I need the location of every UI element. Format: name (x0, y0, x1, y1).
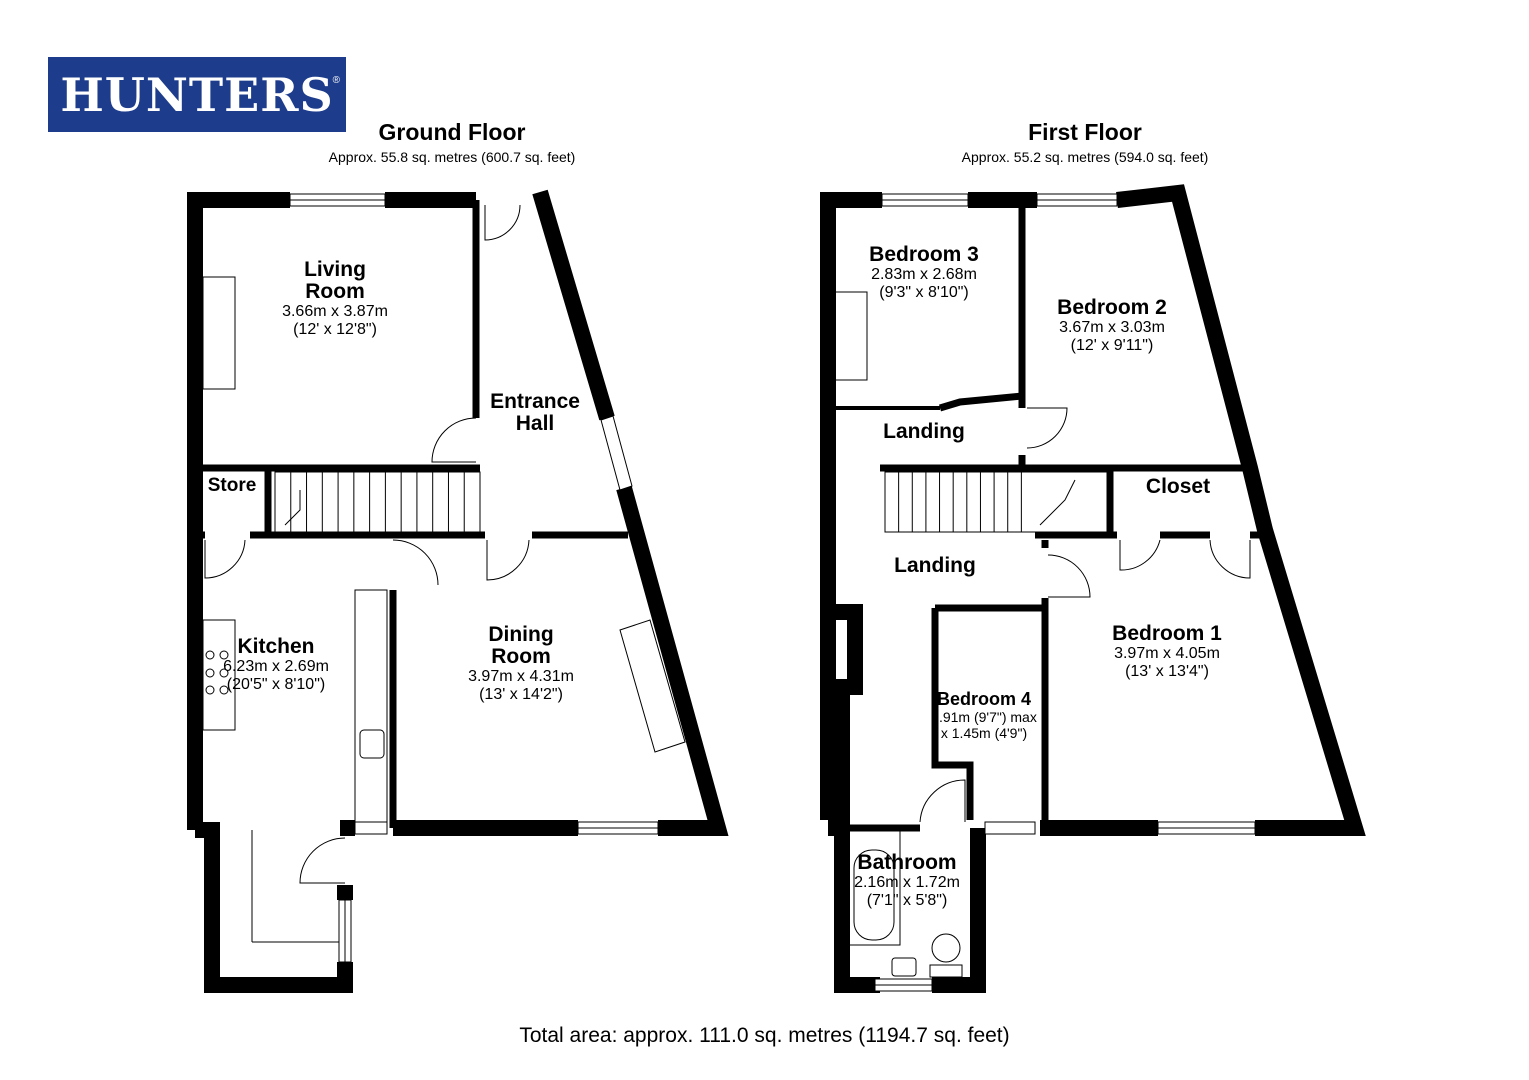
room-label-bathroom: Bathroom 2.16m x 1.72m (7'1" x 5'8") (854, 851, 960, 911)
kitchen-worktop (202, 619, 236, 731)
hunters-logo: HUNTERS ® (48, 57, 346, 132)
room-name: Entrance Hall (490, 390, 580, 436)
first-floor-heading: First Floor Approx. 55.2 sq. metres (594… (885, 119, 1285, 165)
room-dimensions-imperial: x 1.45m (4'9") (940, 724, 1028, 741)
room-name: Bathroom (857, 851, 957, 874)
toilet (929, 964, 963, 978)
logo-registered-mark: ® (332, 75, 340, 86)
room-dimensions-imperial: (9'3" x 8'10") (879, 284, 969, 302)
room-label-landing-lower: Landing (894, 554, 976, 577)
room-dimensions-imperial: (13' x 13'4") (1125, 663, 1209, 681)
wash-basin (891, 957, 917, 977)
room-name: Landing (883, 420, 965, 443)
room-dimensions-imperial: (13' x 14'2") (479, 686, 563, 704)
room-label-living-room: Living Room 3.66m x 3.87m (12' x 12'8") (282, 258, 388, 340)
room-label-entrance-hall: Entrance Hall (490, 390, 580, 436)
door-swing (431, 417, 477, 463)
room-dimensions-metric: 3.97m x 4.31m (468, 668, 574, 686)
ground-floor-heading: Ground Floor Approx. 55.8 sq. metres (60… (252, 119, 652, 165)
room-name: Bedroom 1 (1112, 622, 1222, 645)
window (984, 821, 1036, 835)
stair-arrow (1039, 479, 1076, 526)
kitchen-worktop (354, 589, 388, 823)
window (354, 821, 388, 835)
bath-tub (853, 849, 895, 941)
room-dimensions-metric: 2.16m x 1.72m (854, 874, 960, 892)
ground-outer-wall (616, 485, 729, 836)
room-label-bedroom-1: Bedroom 1 3.97m x 4.05m (13' x 13'4") (1112, 622, 1222, 682)
door-swing (919, 779, 966, 823)
room-name: Dining Room (488, 623, 554, 669)
first-floor-title: First Floor (1028, 119, 1142, 145)
ground-floor-plan (187, 189, 729, 993)
room-dimensions-metric: 3.66m x 3.87m (282, 303, 388, 321)
door-swing (1119, 539, 1161, 571)
sink-unit (359, 729, 385, 759)
hob (205, 650, 229, 695)
staircase (274, 471, 481, 533)
stair-arrow (284, 490, 301, 526)
room-dimensions-metric: 2.83m x 2.68m (871, 266, 977, 284)
first-floor-area: Approx. 55.2 sq. metres (594.0 sq. feet) (961, 149, 1209, 165)
room-label-bedroom-4: Bedroom 4 2.91m (9'7") max x 1.45m (4'9"… (931, 690, 1037, 741)
door-swing (1209, 539, 1251, 579)
sideboard (619, 619, 686, 753)
room-dimensions-imperial: (7'1" x 5'8") (866, 892, 948, 910)
first-floor-plan (820, 184, 1366, 993)
stair-treads (898, 472, 1022, 532)
ground-outer-wall (187, 192, 290, 830)
fireplace-hearth (202, 276, 236, 390)
door-swing (204, 539, 246, 579)
door-swing (1026, 407, 1068, 449)
room-dimensions-imperial: (12' x 9'11") (1070, 337, 1154, 355)
room-label-store: Store (208, 476, 257, 496)
room-dimensions-imperial: (20'5" x 8'10") (226, 676, 326, 694)
door-swing (392, 539, 439, 586)
total-area: Total area: approx. 111.0 sq. metres (11… (519, 1024, 1010, 1047)
logo-wordmark: HUNTERS (60, 67, 334, 122)
staircase (884, 471, 1108, 533)
room-dimensions-metric: 2.91m (9'7") max (931, 708, 1037, 725)
room-label-landing-upper: Landing (883, 420, 965, 443)
room-label-kitchen: Kitchen 6.23m x 2.69m (20'5" x 8'10") (223, 635, 329, 695)
stair-treads (290, 472, 465, 532)
room-label-closet: Closet (1145, 475, 1211, 498)
ground-outer-wall (532, 189, 615, 421)
first-outer-wall (820, 192, 882, 612)
room-name: Closet (1145, 475, 1211, 498)
door-swing (1047, 554, 1091, 598)
room-name: Store (207, 475, 257, 496)
room-dimensions-metric: 3.67m x 3.03m (1059, 319, 1165, 337)
room-label-bedroom-3: Bedroom 3 2.83m x 2.68m (9'3" x 8'10") (869, 243, 979, 303)
first-outer-wall (820, 604, 880, 993)
room-name: Bedroom 2 (1057, 296, 1167, 319)
door-swing (299, 837, 346, 884)
room-name: Bedroom 3 (869, 243, 979, 266)
room-name: Landing (894, 554, 976, 577)
first-outer-wall (1116, 184, 1366, 836)
room-label-dining-room: Dining Room 3.97m x 4.31m (13' x 14'2") (468, 623, 574, 705)
ground-floor-title: Ground Floor (378, 119, 526, 145)
room-label-bedroom-2: Bedroom 2 3.67m x 3.03m (12' x 9'11") (1057, 296, 1167, 356)
door-swing (486, 539, 530, 581)
ground-outer-wall (195, 822, 353, 993)
ground-floor-area: Approx. 55.8 sq. metres (600.7 sq. feet) (328, 149, 576, 165)
door-swing (484, 204, 521, 241)
room-dimensions-imperial: (12' x 12'8") (293, 321, 377, 339)
first-outer-wall (932, 828, 986, 993)
wardrobe (834, 291, 868, 381)
room-name: Bedroom 4 (936, 689, 1032, 709)
bath-tub (847, 829, 901, 946)
window (600, 415, 633, 491)
interior-wall (938, 392, 1023, 412)
interior-wall (931, 608, 974, 820)
room-dimensions-metric: 6.23m x 2.69m (223, 658, 329, 676)
toilet (931, 933, 961, 963)
room-dimensions-metric: 3.97m x 4.05m (1114, 645, 1220, 663)
room-name: Living Room (304, 258, 366, 304)
room-name: Kitchen (237, 635, 315, 658)
